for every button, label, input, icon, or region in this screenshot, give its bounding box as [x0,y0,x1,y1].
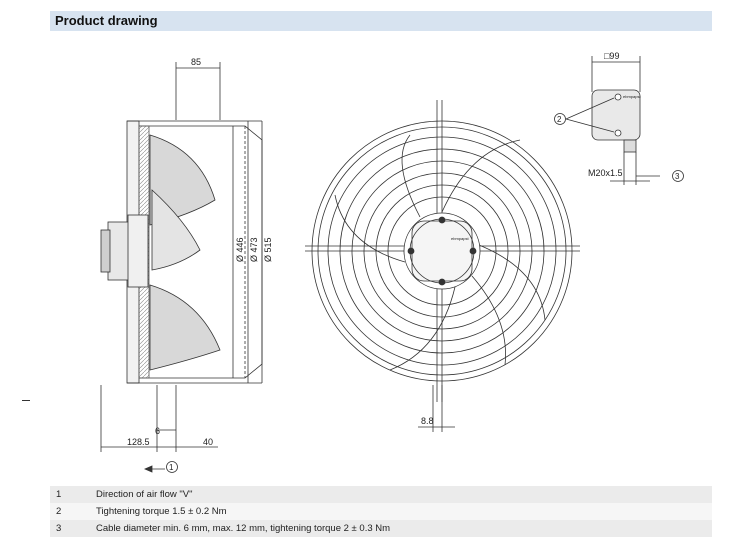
box-brand: ebmpapst [623,94,641,99]
table-row: 1 Direction of air flow "V" [50,486,712,503]
note-number: 3 [50,520,90,537]
section-header: Product drawing [50,11,712,31]
terminal-box-view [554,56,684,185]
dim-85: 85 [191,57,201,67]
table-row: 2 Tightening torque 1.5 ± 0.2 Nm [50,503,712,520]
dim-128: 128.5 [127,437,150,447]
note-text: Direction of air flow "V" [90,486,712,503]
note-text: Cable diameter min. 6 mm, max. 12 mm, ti… [90,520,712,537]
dim-8-8: 8.8 [421,416,434,426]
box-width-dim: □99 [604,51,619,61]
note-text: Tightening torque 1.5 ± 0.2 Nm [90,503,712,520]
side-view [100,62,263,473]
front-view [305,100,580,432]
dim-d473: Ø 473 [249,237,259,262]
note-number: 2 [50,503,90,520]
note-number: 1 [50,486,90,503]
margin-mark [22,400,30,401]
dim-d515: Ø 515 [263,237,273,262]
dim-d446: Ø 446 [235,237,245,262]
torque-callout: 2 [557,115,562,124]
hub-brand: ebmpapst [451,236,469,241]
dim-40: 40 [203,437,213,447]
section-title: Product drawing [55,13,158,28]
notes-table: 1 Direction of air flow "V" 2 Tightening… [50,486,712,537]
table-row: 3 Cable diameter min. 6 mm, max. 12 mm, … [50,520,712,537]
cable-callout: 3 [675,172,680,181]
airflow-callout: 1 [169,463,174,472]
dim-6: 6 [155,426,160,436]
thread-label: M20x1.5 [588,168,623,178]
